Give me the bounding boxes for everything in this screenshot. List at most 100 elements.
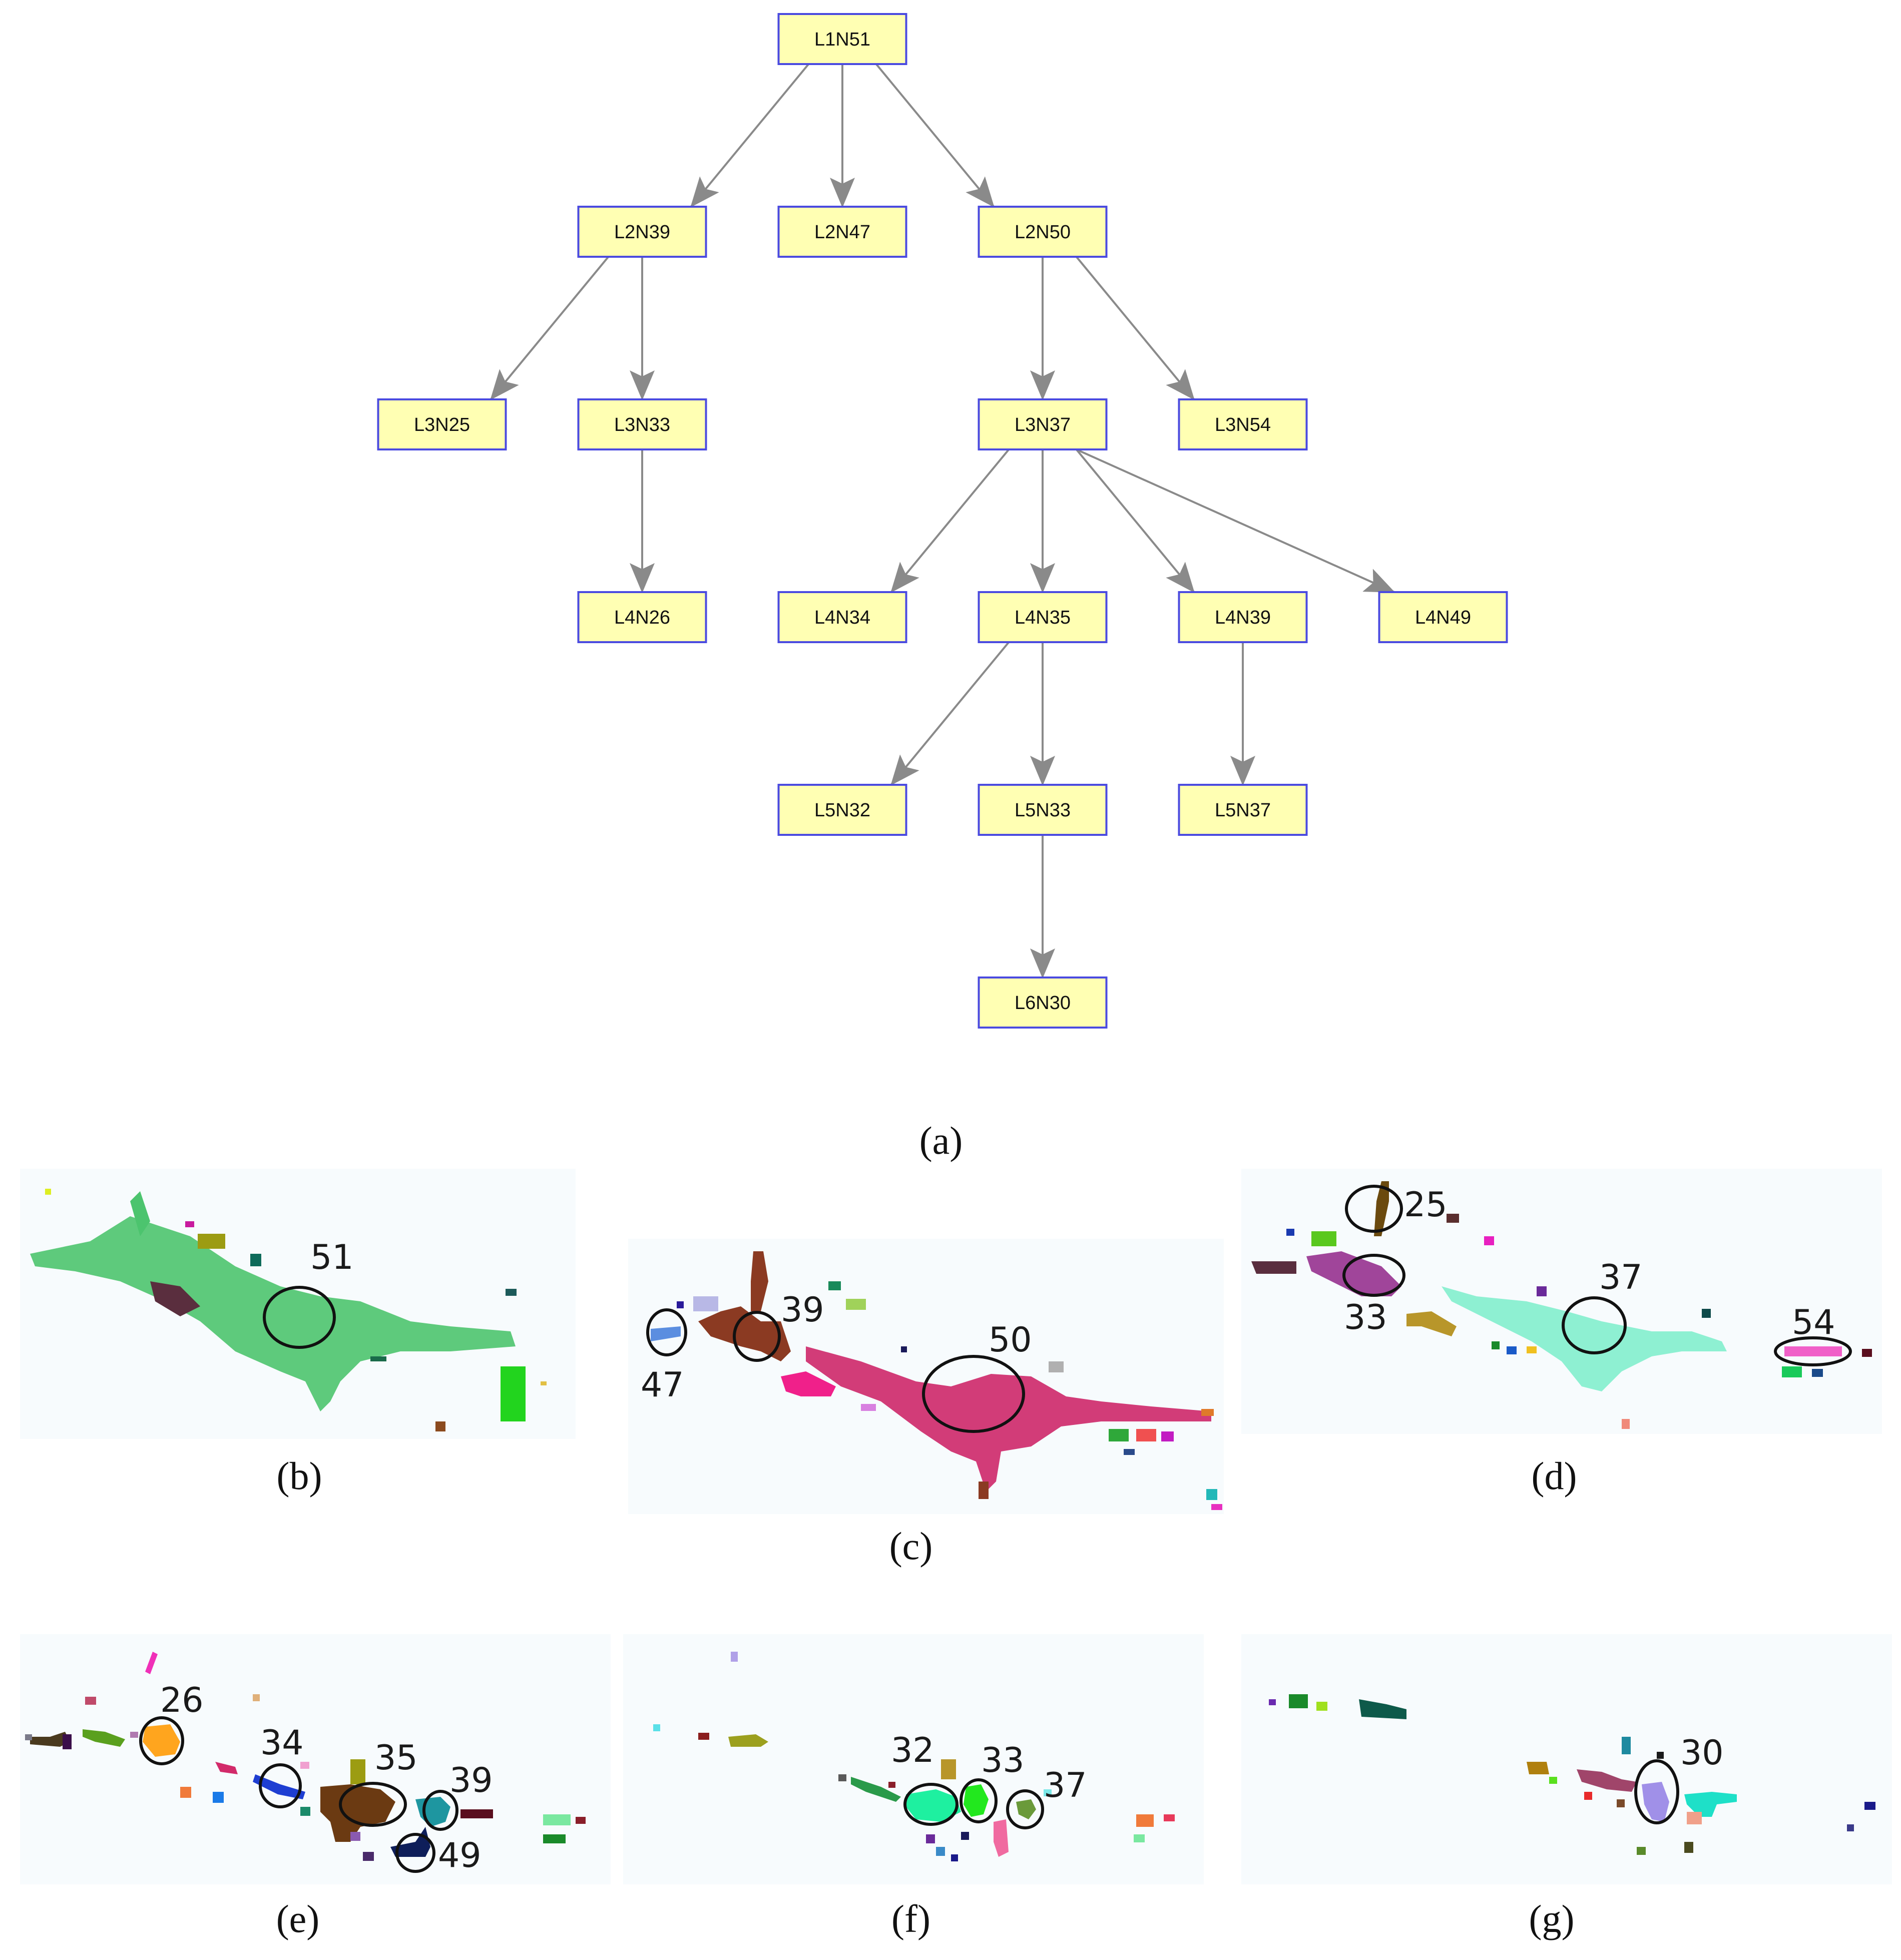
small-segment	[180, 1787, 191, 1798]
purple-segment	[1161, 1431, 1174, 1441]
small-segment	[350, 1832, 360, 1841]
tree-node-label: L4N26	[614, 607, 670, 628]
tree-node-label: L3N33	[614, 414, 670, 435]
green-segment	[543, 1834, 566, 1843]
highlight-ellipse	[1634, 1759, 1679, 1824]
small-segment	[926, 1834, 935, 1843]
small-segment	[300, 1807, 310, 1816]
mauve-segment	[1577, 1769, 1637, 1792]
tree-node-label: L1N51	[814, 29, 870, 50]
small-segment	[1286, 1229, 1294, 1236]
small-segment	[1134, 1834, 1145, 1842]
mint-segment	[543, 1814, 571, 1825]
red-segment	[1136, 1429, 1156, 1441]
edge-L3N37-L4N49	[1076, 448, 1395, 593]
highlight-ellipse	[263, 1286, 336, 1349]
small-segment	[1507, 1346, 1517, 1354]
panel-b: 51	[20, 1169, 576, 1439]
edge-L3N37-L4N34	[890, 448, 1010, 593]
small-segment	[1124, 1449, 1135, 1455]
tree-node-L3N37: L3N37	[978, 398, 1108, 450]
dark-brown-branch	[1374, 1181, 1389, 1236]
dark-purple-segment	[150, 1281, 200, 1316]
panel-f-label-1: 33	[981, 1741, 1025, 1780]
highlight-ellipse	[422, 1790, 458, 1831]
small-segment	[45, 1189, 51, 1195]
highlight-ellipse	[1006, 1789, 1044, 1829]
panel-d-label-2: 37	[1599, 1258, 1643, 1297]
tree-node-L4N34: L4N34	[777, 591, 907, 643]
small-segment	[677, 1301, 684, 1308]
panel-f-label-0: 32	[891, 1731, 934, 1770]
caption-f: (f)	[891, 1897, 930, 1940]
highlight-ellipse	[339, 1782, 407, 1827]
green-segment	[851, 1777, 901, 1802]
small-segment	[828, 1281, 841, 1290]
small-segment	[1622, 1419, 1630, 1429]
small-segment	[1049, 1361, 1064, 1372]
green-segment	[1289, 1694, 1308, 1708]
small-segment	[838, 1774, 846, 1781]
lavender-segment	[1642, 1782, 1669, 1822]
panel-c-label-0: 47	[641, 1365, 684, 1405]
olive-segment	[198, 1234, 225, 1249]
tree-node-box	[577, 398, 707, 450]
small-segment	[1164, 1814, 1175, 1821]
magenta-segment	[185, 1221, 194, 1227]
small-segment	[1617, 1799, 1625, 1807]
small-segment	[979, 1482, 989, 1499]
tree-node-box	[978, 976, 1108, 1029]
panel-f-segments	[653, 1652, 1175, 1861]
tree-node-L5N33: L5N33	[978, 784, 1108, 836]
turquoise-segment	[1684, 1792, 1737, 1817]
magenta-segment	[1211, 1504, 1222, 1510]
caption-d: (d)	[1532, 1454, 1577, 1498]
small-segment	[653, 1724, 660, 1731]
panel-g: 30	[1241, 1634, 1892, 1884]
orange-segment	[143, 1724, 180, 1757]
small-segment	[300, 1762, 309, 1769]
dark-teal-segment	[1359, 1699, 1406, 1719]
panel-c-label-2: 50	[989, 1320, 1032, 1360]
amber-segment	[1527, 1762, 1549, 1774]
tree-node-L2N47: L2N47	[777, 206, 907, 258]
small-segment	[1702, 1309, 1711, 1318]
tree-node-box	[1378, 591, 1508, 643]
tree-node-L4N39: L4N39	[1178, 591, 1308, 643]
tree-node-label: L4N39	[1215, 607, 1271, 628]
highlight-ellipse	[395, 1833, 435, 1873]
caption-c: (c)	[889, 1524, 933, 1568]
small-segment	[363, 1852, 374, 1861]
tree-node-L4N26: L4N26	[577, 591, 707, 643]
small-segment	[1527, 1346, 1537, 1353]
panel-d-segments	[1251, 1181, 1872, 1429]
panel-e: 26 34 35 39 49	[20, 1634, 611, 1884]
panel-e-background	[20, 1634, 611, 1884]
tree-node-label: L2N47	[814, 222, 870, 243]
edge-L1N51-L2N50	[875, 63, 995, 208]
small-segment	[1136, 1814, 1154, 1827]
tree-node-label: L5N37	[1215, 800, 1271, 821]
tree-node-label: L4N34	[814, 607, 870, 628]
magenta-segment	[1484, 1236, 1494, 1245]
tree-node-box	[1178, 784, 1308, 836]
small-segment	[1657, 1752, 1664, 1759]
dark-segment	[30, 1732, 70, 1747]
dark-purple-segment	[1251, 1261, 1296, 1274]
tree-node-box	[777, 13, 907, 65]
tree-node-box	[1178, 398, 1308, 450]
blue-segment	[651, 1326, 681, 1341]
highlight-ellipse	[1342, 1254, 1405, 1297]
panel-e-label-4: 49	[438, 1836, 482, 1875]
panel-f: 32 33 37	[623, 1634, 1204, 1884]
pink-segment	[1784, 1346, 1842, 1356]
highlight-ellipse	[259, 1763, 302, 1808]
panel-f-background	[623, 1634, 1204, 1884]
small-segment	[1684, 1842, 1693, 1853]
small-segment	[698, 1733, 709, 1740]
panel-c-label-1: 39	[781, 1290, 824, 1330]
panel-e-label-3: 39	[449, 1761, 493, 1800]
small-segment	[1782, 1366, 1802, 1377]
small-segment	[1447, 1214, 1459, 1223]
tree-edges	[490, 63, 1395, 978]
